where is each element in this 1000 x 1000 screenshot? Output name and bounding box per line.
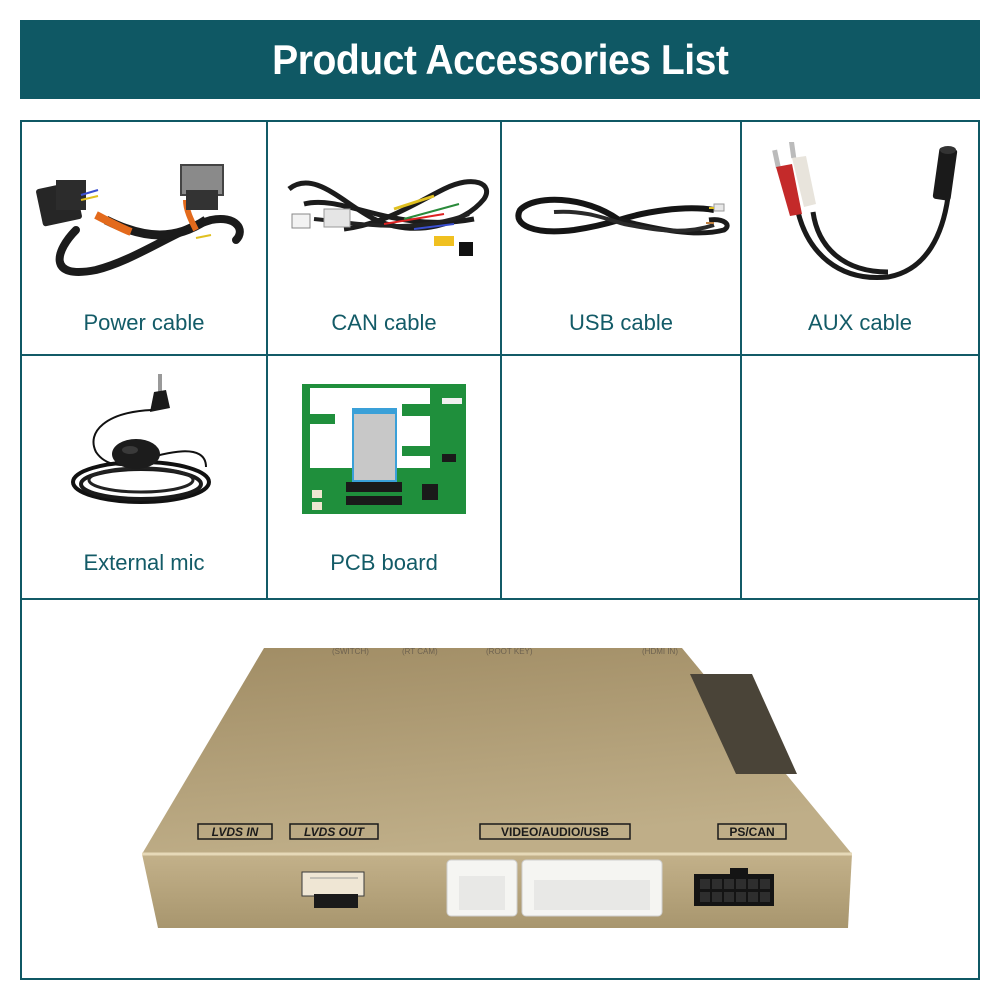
port-label-lvds-out: LVDS OUT [304,825,366,839]
port-label-ps-can: PS/CAN [729,825,774,839]
accessory-cell-power-cable: Power cable [22,122,266,354]
accessory-label: CAN cable [331,310,437,335]
accessory-cell-usb-cable: USB cable [502,122,740,354]
port-label-video-audio-usb: VIDEO/AUDIO/USB [501,825,609,839]
accessory-cell-pcb-board: PCB board [268,356,500,598]
empty-cell [742,356,978,598]
grid-divider [22,598,978,600]
port-label-lvds-in: LVDS IN [212,825,259,839]
aux-cable-image [772,142,958,281]
accessory-label: AUX cable [808,310,912,335]
usb-cable-image [515,196,730,236]
accessory-label: External mic [83,550,205,575]
svg-text:(RT CAM): (RT CAM) [402,647,438,656]
grid-divider [740,122,742,598]
accessories-grid: Power cable CAN cable USB cable [20,120,980,980]
svg-text:(HDMI IN): (HDMI IN) [642,647,678,656]
accessory-label: Power cable [83,310,205,335]
accessory-label: PCB board [330,550,438,575]
interface-module-panel: (SWITCH) (RT CAM) (ROOT KEY) (HDMI IN) L… [22,600,978,978]
grid-divider [266,122,268,598]
accessory-cell-external-mic: External mic [22,356,266,598]
power-cable-image [36,164,244,276]
interface-module-image: (SWITCH) (RT CAM) (ROOT KEY) (HDMI IN) L… [142,647,852,928]
accessory-cell-aux-cable: AUX cable [742,122,978,354]
svg-text:(ROOT KEY): (ROOT KEY) [486,647,533,656]
accessory-cell-can-cable: CAN cable [268,122,500,354]
external-mic-image [71,374,211,504]
can-cable-image [287,179,489,256]
svg-text:(SWITCH): (SWITCH) [332,647,369,656]
accessory-label: USB cable [569,310,673,335]
pcb-board-image [302,384,466,514]
grid-divider [500,122,502,598]
empty-cell [502,356,740,598]
page-title: Product Accessories List [271,35,729,83]
title-bar: Product Accessories List [20,20,980,99]
